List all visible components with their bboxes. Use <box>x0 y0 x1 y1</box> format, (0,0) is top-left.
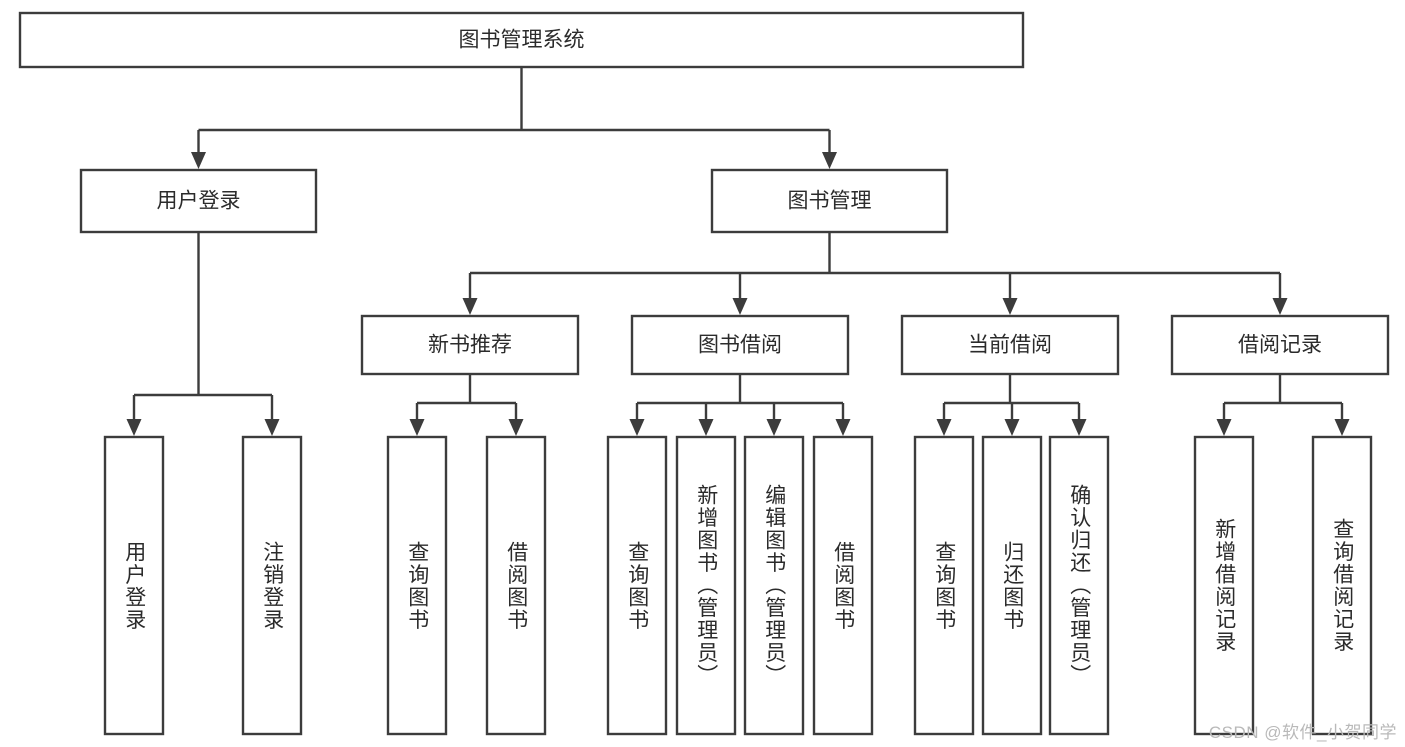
arrow-head-icon <box>409 419 425 436</box>
level3-node-box[interactable] <box>630 314 850 376</box>
arrow-head-icon <box>264 419 280 436</box>
leaf-node-box[interactable] <box>812 435 874 736</box>
leaf-node-box[interactable] <box>1193 435 1255 736</box>
root-node-box[interactable] <box>18 11 1025 69</box>
edges-layer <box>126 67 1350 436</box>
level2-node-label: 用户登录 <box>157 190 241 213</box>
leaf-node-box[interactable] <box>981 435 1043 736</box>
arrow-head-icon <box>1002 298 1018 315</box>
root-node-label: 图书管理系统 <box>459 29 585 52</box>
level3-node-label: 当前借阅 <box>968 334 1052 357</box>
level3-node-box[interactable] <box>900 314 1120 376</box>
level3-node-label: 新书推荐 <box>428 334 512 357</box>
level3-node-box[interactable] <box>1170 314 1390 376</box>
arrow-head-icon <box>835 419 851 436</box>
arrow-head-icon <box>1334 419 1350 436</box>
level3-node-label: 图书借阅 <box>698 334 782 357</box>
arrow-head-icon <box>822 152 837 169</box>
arrow-head-icon <box>732 298 748 315</box>
leaf-node-box[interactable] <box>241 435 303 736</box>
leaf-node-box[interactable] <box>675 435 737 736</box>
leaf-node-box[interactable] <box>606 435 668 736</box>
arrow-head-icon <box>936 419 952 436</box>
level2-node-box[interactable] <box>79 168 318 234</box>
leaf-node-box[interactable] <box>1311 435 1373 736</box>
arrow-head-icon <box>698 419 714 436</box>
watermark-text: CSDN @软件_小贺同学 <box>1208 723 1397 742</box>
level2-node-label: 图书管理 <box>788 190 872 213</box>
arrow-head-icon <box>1071 419 1087 436</box>
level3-node-box[interactable] <box>360 314 580 376</box>
arrow-head-icon <box>1272 298 1288 315</box>
leaf-node-box[interactable] <box>103 435 165 736</box>
arrow-head-icon <box>462 298 478 315</box>
leaf-node-box[interactable] <box>386 435 448 736</box>
level2-node-box[interactable] <box>710 168 949 234</box>
arrow-head-icon <box>1216 419 1232 436</box>
boxes-layer <box>18 11 1390 736</box>
arrow-head-icon <box>766 419 782 436</box>
leaf-node-box[interactable] <box>1048 435 1110 736</box>
arrow-head-icon <box>1004 419 1020 436</box>
arrow-head-icon <box>508 419 524 436</box>
arrow-head-icon <box>629 419 645 436</box>
arrow-head-icon <box>191 152 206 169</box>
level3-node-label: 借阅记录 <box>1238 334 1322 357</box>
leaf-node-box[interactable] <box>913 435 975 736</box>
leaf-node-box[interactable] <box>743 435 805 736</box>
leaf-node-box[interactable] <box>485 435 547 736</box>
arrow-head-icon <box>126 419 142 436</box>
